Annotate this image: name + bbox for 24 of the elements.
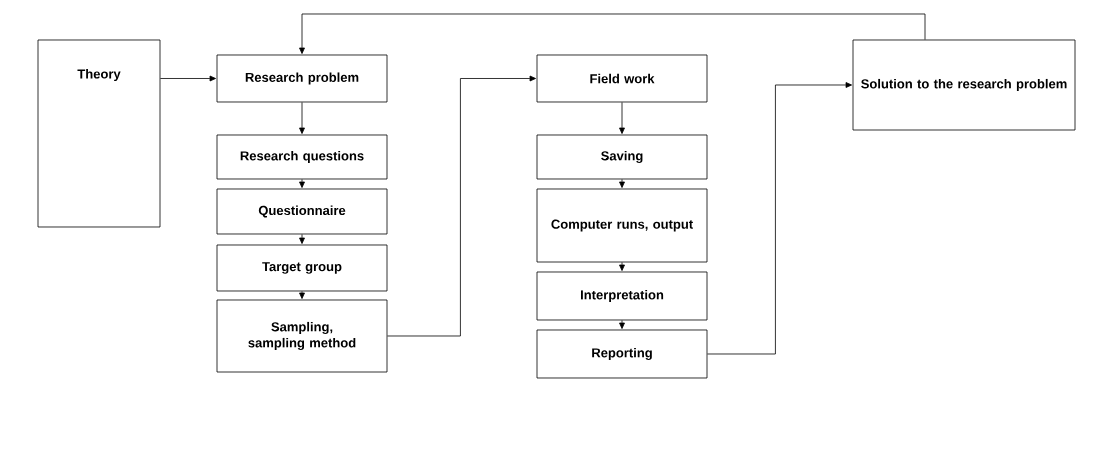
arrow bbox=[299, 291, 305, 299]
process-box: Sampling, sampling method bbox=[216, 299, 388, 373]
process-box: Interpretation bbox=[536, 271, 708, 321]
arrow bbox=[619, 320, 625, 329]
arrow bbox=[299, 102, 305, 134]
arrow bbox=[299, 13, 926, 54]
arrow bbox=[160, 75, 216, 82]
arrow bbox=[299, 179, 305, 188]
arrow bbox=[387, 75, 536, 337]
process-box: Solution to the research problem bbox=[852, 39, 1076, 131]
process-box: Reporting bbox=[536, 329, 708, 379]
process-box: Computer runs, output bbox=[536, 188, 708, 263]
process-box: Research problem bbox=[216, 54, 388, 103]
process-box: Saving bbox=[536, 134, 708, 180]
arrow bbox=[619, 179, 625, 188]
arrow bbox=[619, 262, 625, 271]
process-box: Theory bbox=[37, 39, 161, 228]
arrow bbox=[707, 82, 852, 355]
process-box: Field work bbox=[536, 54, 708, 103]
process-box: Research questions bbox=[216, 134, 388, 180]
arrow bbox=[299, 234, 305, 244]
arrow bbox=[619, 102, 625, 134]
process-box: Target group bbox=[216, 244, 388, 292]
process-box: Questionnaire bbox=[216, 188, 388, 235]
